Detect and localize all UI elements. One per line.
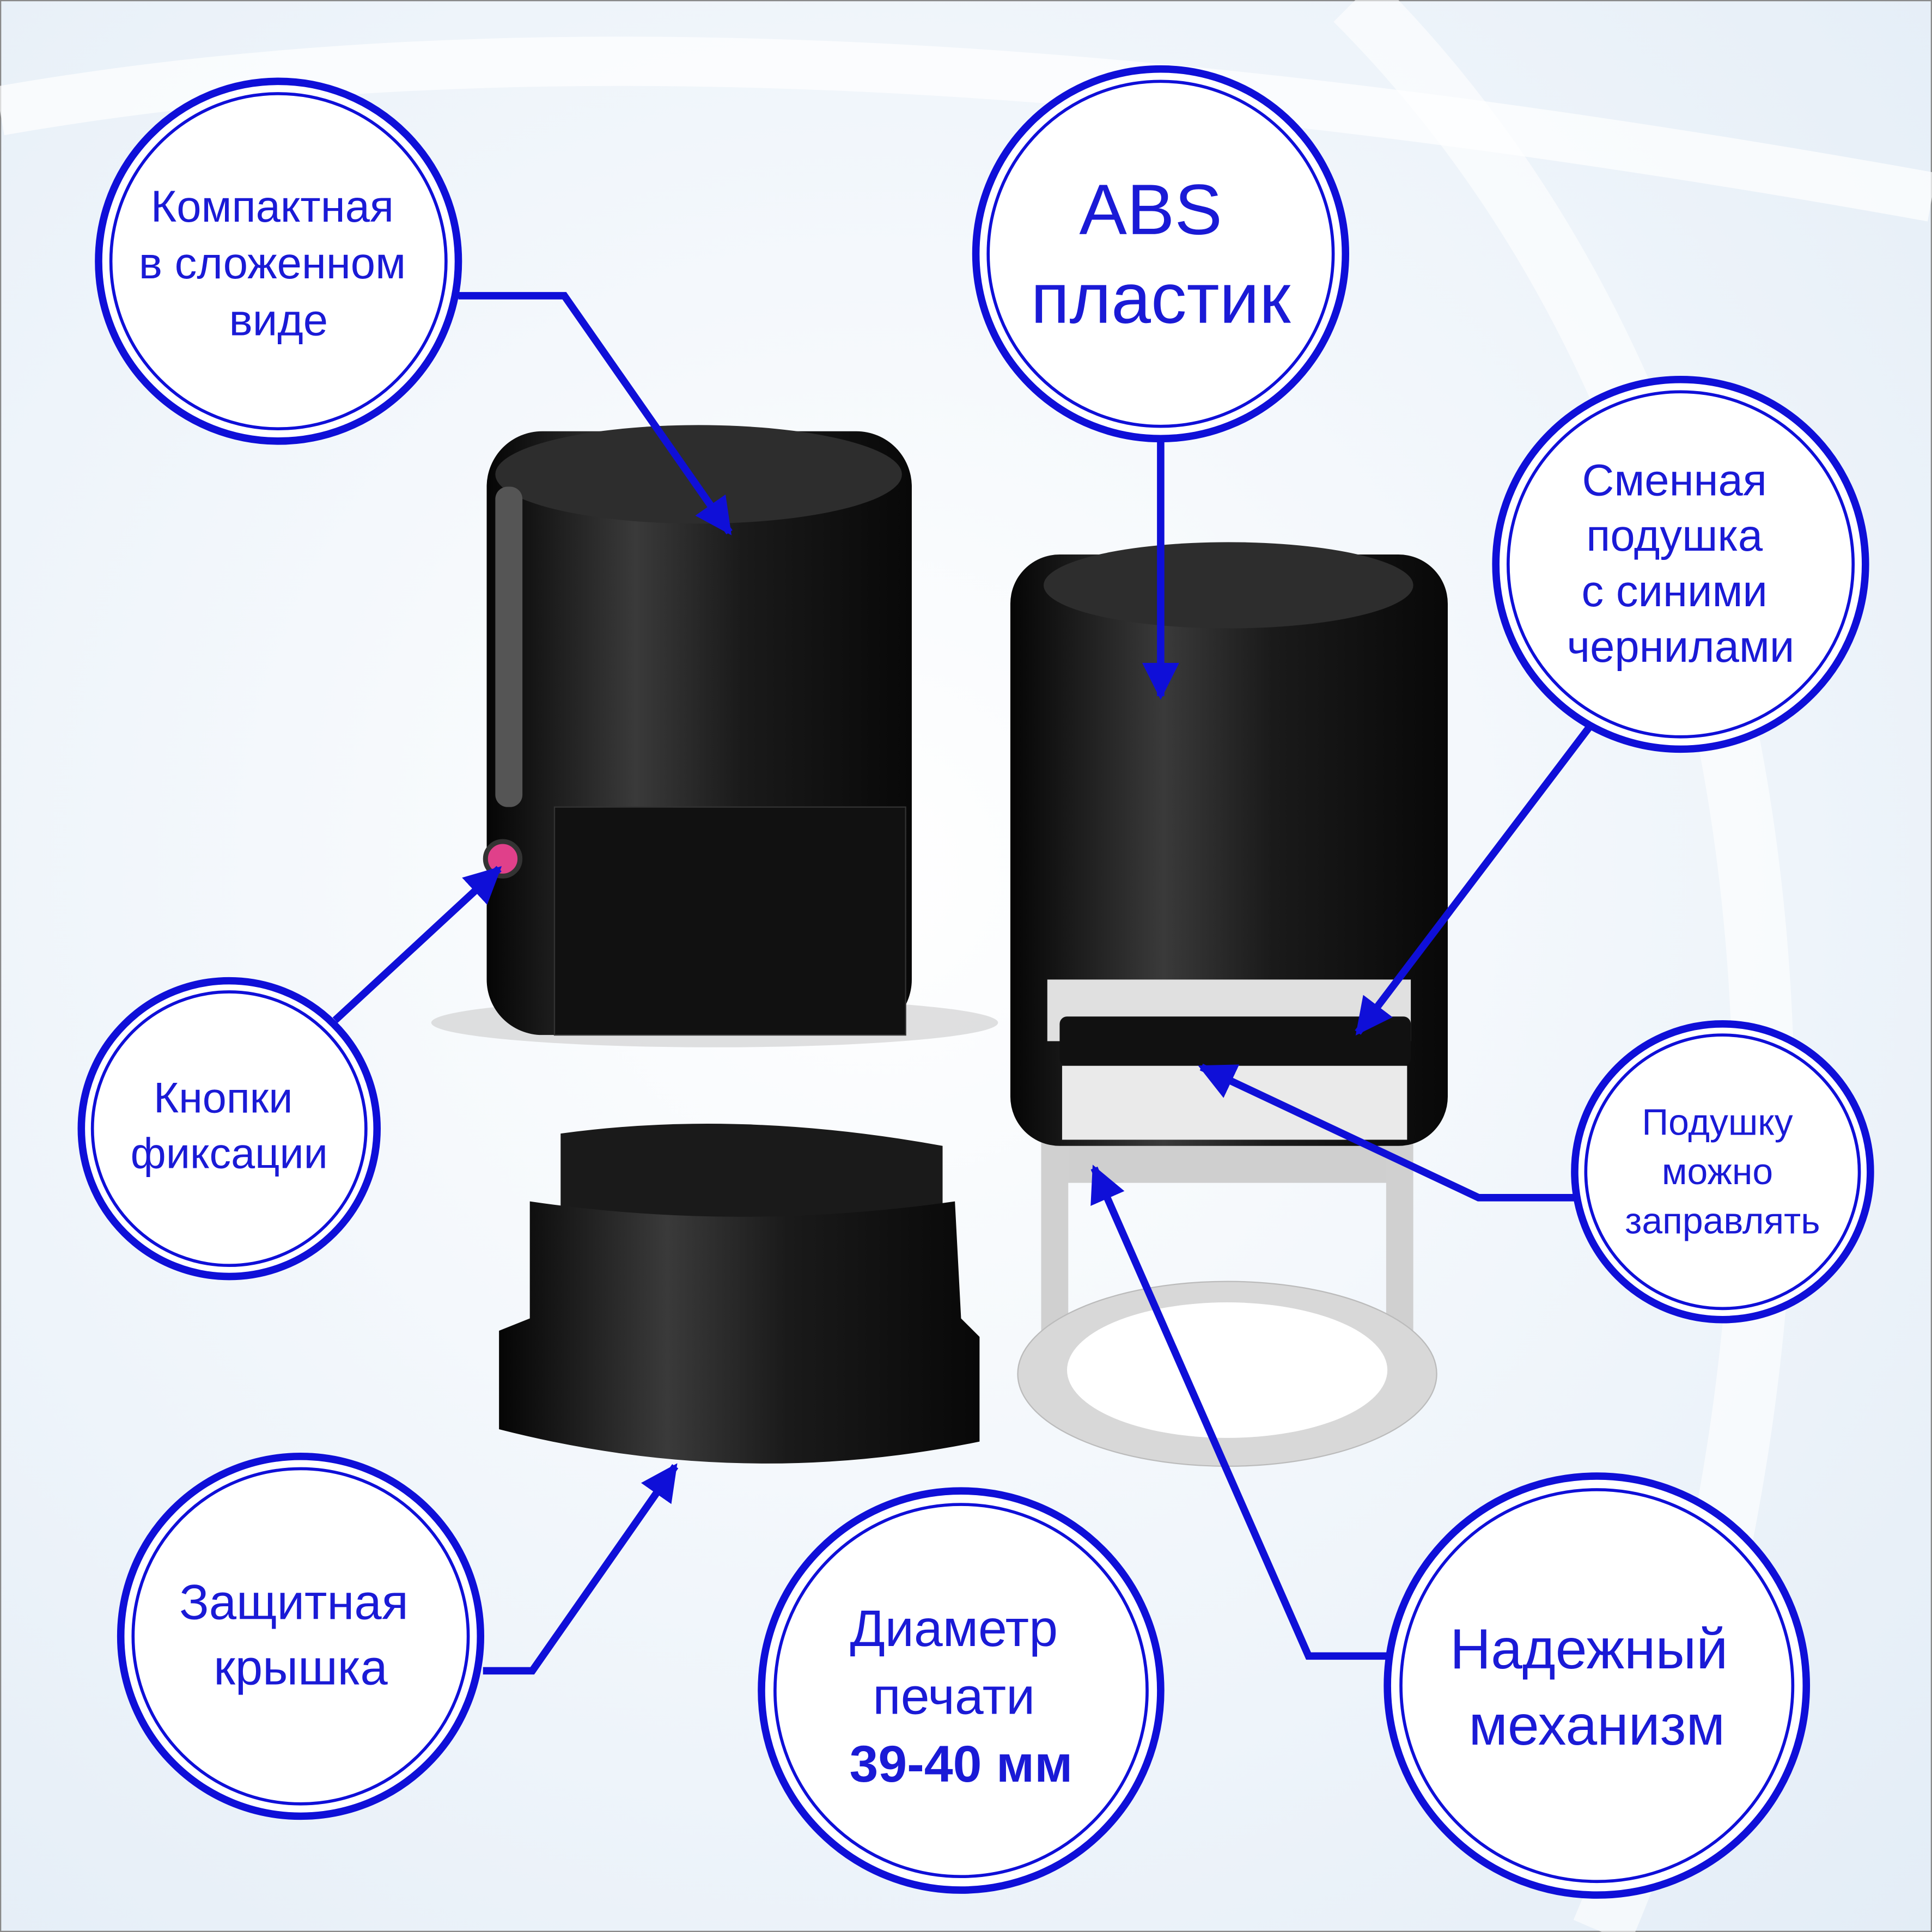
open-stamp-image: [1010, 542, 1448, 1467]
callout-mechanism: Надежный механизм: [1384, 1472, 1811, 1899]
lock-button: [483, 839, 523, 879]
callout-arrows: [332, 292, 1593, 1675]
compact-stamp-image: [431, 425, 998, 1047]
callout-material: ABS пластик: [972, 65, 1350, 443]
callout-pad-text: Сменная подушка с синими чернилами: [1567, 455, 1795, 671]
callout-diameter: Диаметр печати 39-40 мм: [758, 1487, 1165, 1894]
callout-buttons: Кнопки фиксации: [77, 977, 381, 1281]
callout-diameter-text: Диаметр печати 39-40 мм: [849, 1600, 1072, 1793]
background-swoosh: [0, 36, 1932, 222]
callout-compact: Компактная в сложенном виде: [95, 77, 462, 445]
callout-buttons-text: Кнопки фиксации: [131, 1074, 328, 1178]
callout-pad: Сменная подушка с синими чернилами: [1492, 375, 1869, 753]
callout-compact-text: Компактная в сложенном виде: [139, 182, 418, 345]
ink-pad: [1059, 1016, 1411, 1066]
callout-mechanism-text: Надежный механизм: [1450, 1618, 1744, 1757]
callout-refill-text: Подушку можно заправлять: [1625, 1102, 1820, 1241]
protective-cover-image: [499, 1124, 980, 1464]
callout-cover: Защитная крышка: [117, 1453, 485, 1820]
callout-refill: Подушку можно заправлять: [1571, 1020, 1874, 1324]
callout-cover-text: Защитная крышка: [179, 1575, 422, 1695]
callout-material-text: ABS пластик: [1031, 169, 1291, 338]
